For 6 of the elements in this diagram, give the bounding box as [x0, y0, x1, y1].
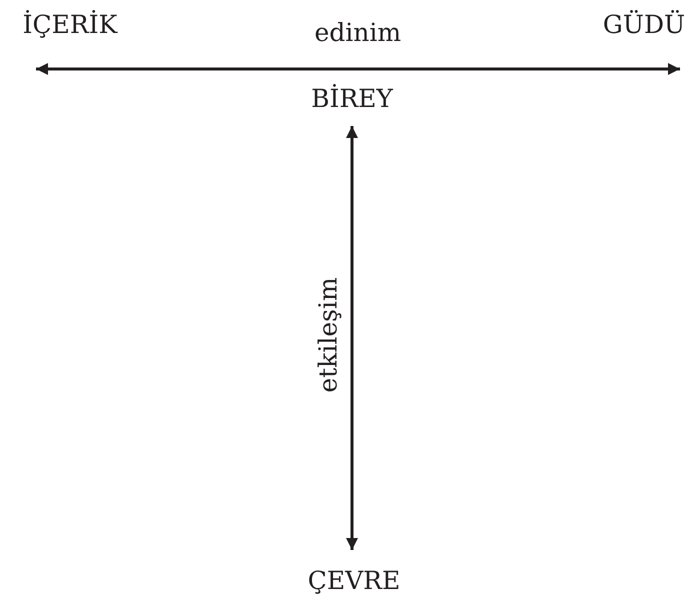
node-label: ÇEVRE: [296, 566, 412, 596]
node-label: GÜDÜ: [596, 10, 692, 40]
double-arrow: [36, 63, 680, 75]
double-arrow: [346, 126, 358, 550]
node-label: BİREY: [300, 84, 404, 114]
node-label: İÇERİK: [8, 10, 132, 40]
